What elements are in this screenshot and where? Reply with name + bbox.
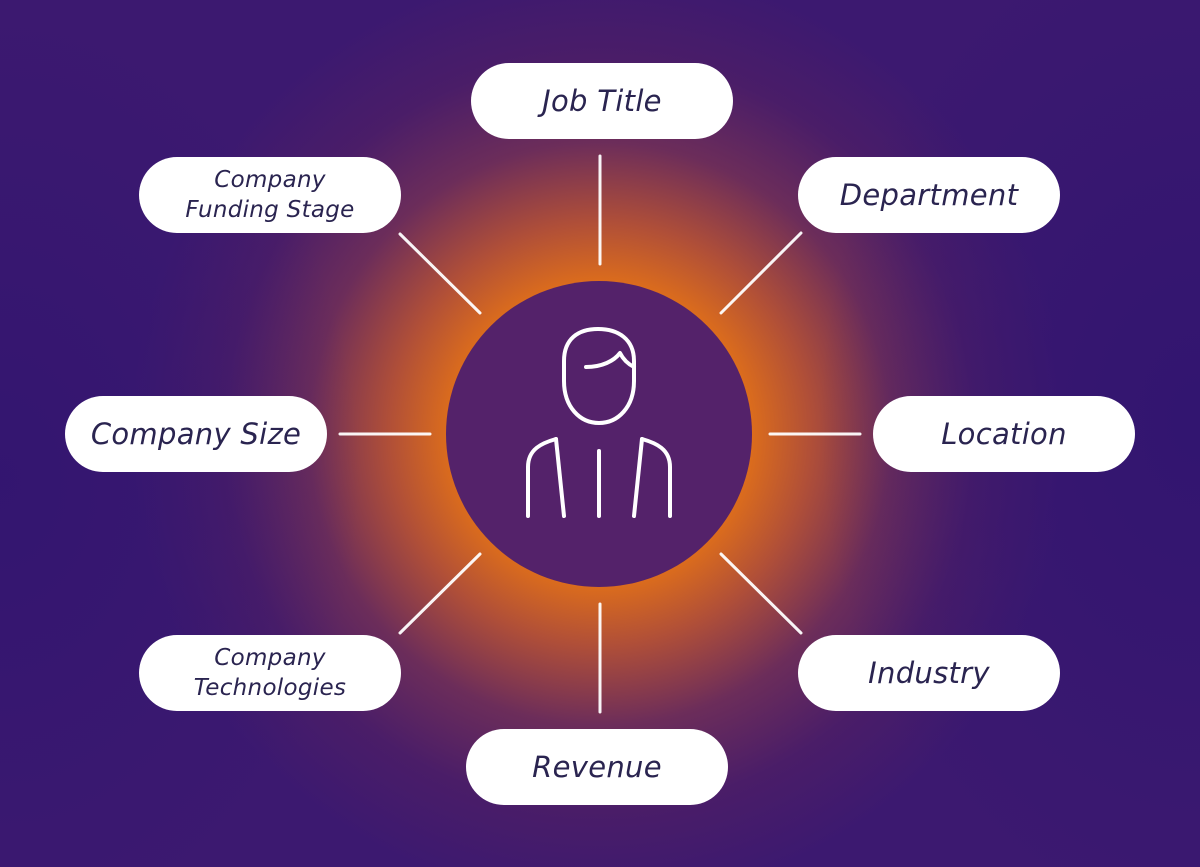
node-company-funding-stage-line2: Funding Stage (185, 197, 355, 223)
node-job-title: Job Title (471, 63, 733, 139)
node-revenue: Revenue (466, 729, 728, 805)
node-company-technologies-line1: Company (214, 645, 326, 671)
node-location: Location (873, 396, 1135, 472)
center-hub (446, 281, 752, 587)
connector-company-technologies (398, 552, 482, 635)
connector-department (719, 231, 803, 315)
connector-industry (719, 552, 803, 635)
node-location-label: Location (941, 417, 1067, 451)
node-industry: Industry (798, 635, 1060, 711)
connector-company-funding-stage (398, 232, 482, 315)
node-department: Department (798, 157, 1060, 233)
node-company-technologies-line2: Technologies (193, 675, 347, 701)
node-company-size: Company Size (65, 396, 327, 472)
node-company-technologies: Company Technologies (139, 635, 401, 711)
node-company-funding-stage-line1: Company (214, 167, 326, 193)
node-department-label: Department (839, 178, 1019, 212)
node-company-funding-stage: Company Funding Stage (139, 157, 401, 233)
node-company-size-label: Company Size (90, 417, 302, 451)
person-icon (526, 327, 672, 518)
node-revenue-label: Revenue (532, 750, 662, 784)
node-job-title-label: Job Title (542, 84, 662, 118)
node-industry-label: Industry (868, 656, 990, 690)
